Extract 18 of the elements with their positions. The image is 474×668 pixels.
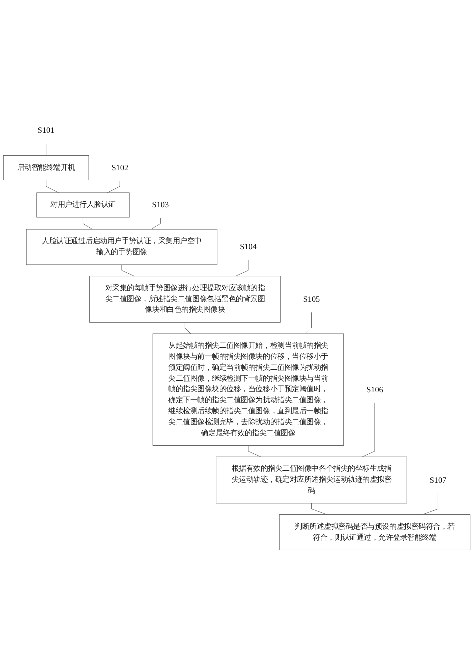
connector xyxy=(46,180,60,194)
connector xyxy=(248,446,262,458)
node-text: S103 xyxy=(152,200,170,210)
connector xyxy=(83,217,93,230)
connector xyxy=(185,322,192,334)
connector xyxy=(46,143,47,156)
connector xyxy=(122,264,135,277)
node-text: S101 xyxy=(38,126,55,136)
node-text: S102 xyxy=(112,163,129,172)
connector xyxy=(312,503,328,516)
node-text: S104 xyxy=(240,242,257,252)
connector xyxy=(151,218,161,230)
connector xyxy=(107,180,120,194)
connector xyxy=(362,402,376,458)
node-text: S106 xyxy=(366,385,384,394)
node-text: S107 xyxy=(430,475,447,485)
node-text: S105 xyxy=(303,294,320,304)
connector xyxy=(306,312,312,334)
